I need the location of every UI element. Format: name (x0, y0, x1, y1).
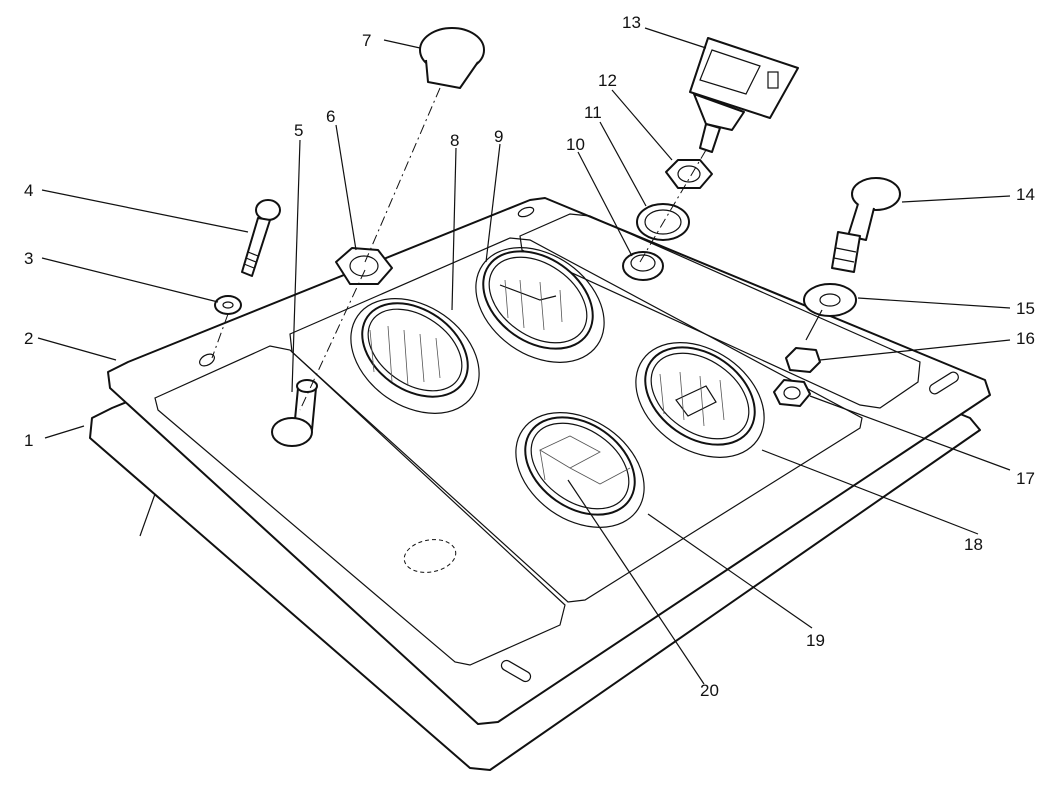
key-axis-line (639, 149, 707, 263)
push-button-part (831, 177, 901, 273)
callout-15: 15 (1016, 299, 1035, 318)
knob-part (419, 27, 485, 89)
callout-13: 13 (622, 13, 641, 32)
gauge-right (635, 342, 765, 458)
button-shaft (805, 309, 823, 341)
hex-nut-part (335, 247, 393, 285)
callout-8: 8 (450, 131, 459, 150)
callout-14: 14 (1016, 185, 1035, 204)
callout-5: 5 (294, 121, 303, 140)
stud-part (271, 379, 318, 447)
callout-20: 20 (700, 681, 719, 700)
ignition-key-part (689, 37, 799, 153)
leader-lines (37, 27, 1011, 685)
flat-washer-part (803, 283, 857, 317)
screw-axis-line (211, 313, 229, 359)
callout-4: 4 (24, 181, 33, 200)
washer-part (214, 295, 242, 315)
callout-10: 10 (566, 135, 585, 154)
gauge-hourmeter (350, 298, 480, 414)
callout-7: 7 (362, 31, 371, 50)
switch-bezel-part (622, 251, 664, 281)
callout-1: 1 (24, 431, 33, 450)
callout-6: 6 (326, 107, 335, 126)
callout-17: 17 (1016, 469, 1035, 488)
screw-part (241, 199, 281, 277)
callout-11: 11 (584, 103, 602, 122)
callout-3: 3 (24, 249, 33, 268)
callout-labels: 1 2 3 4 5 6 7 8 9 10 11 12 13 14 15 16 1… (24, 13, 1035, 700)
gauge-meter (475, 247, 605, 363)
callout-19: 19 (806, 631, 825, 650)
switch-nut-part (665, 159, 713, 189)
callout-12: 12 (598, 71, 617, 90)
callout-2: 2 (24, 329, 33, 348)
knob-axis-line (364, 87, 441, 263)
hex-nut-lower-part (773, 379, 811, 407)
lock-nut-part (785, 347, 821, 373)
callout-18: 18 (964, 535, 983, 554)
callout-9: 9 (494, 127, 503, 146)
gauge-bottom (515, 412, 645, 528)
callout-16: 16 (1016, 329, 1035, 348)
nut-axis-line (299, 269, 366, 411)
